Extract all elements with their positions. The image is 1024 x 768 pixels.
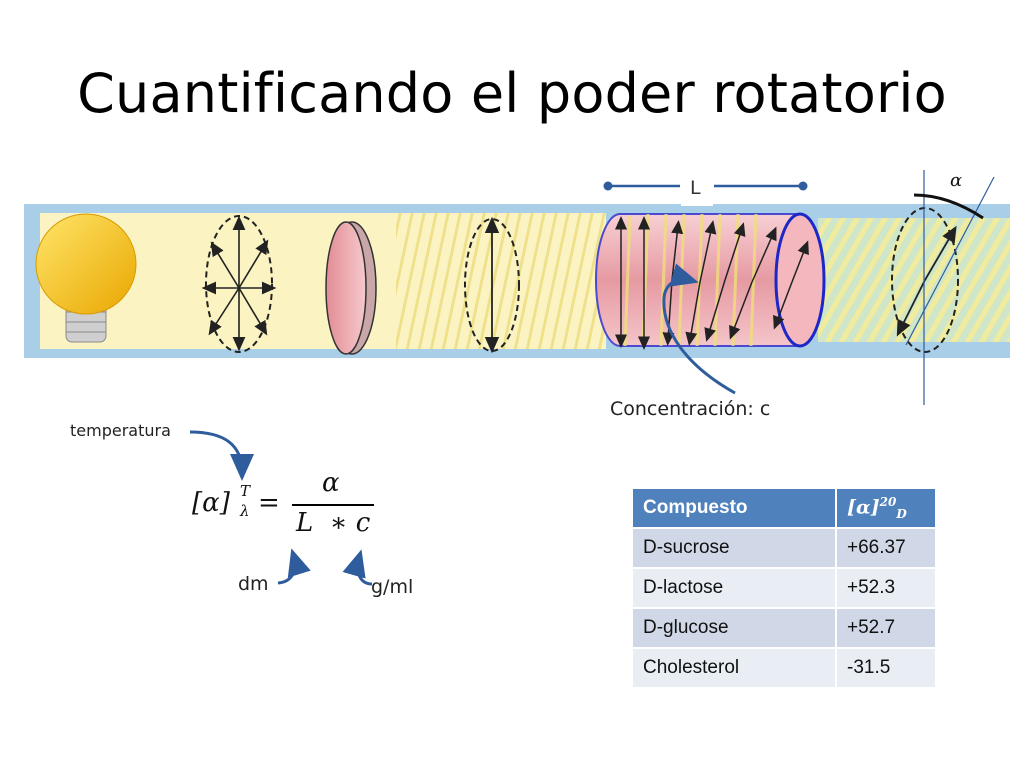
- compound-name: D-glucose: [633, 609, 835, 647]
- formula-equals: =: [258, 488, 280, 518]
- header-rotation-line: D: [896, 507, 907, 522]
- beam-stripes-right: [818, 218, 1010, 342]
- formula-superscript: T: [240, 482, 251, 500]
- formula-denominator: L ∗ c: [296, 508, 371, 538]
- compound-name: Cholesterol: [633, 649, 835, 687]
- formula-numerator: α: [322, 468, 340, 498]
- temperature-arrow: [189, 430, 254, 481]
- table-row: D-sucrose +66.37: [633, 529, 935, 567]
- table-header-row: Compuesto [α]20D: [633, 489, 935, 527]
- gml-arrow: [342, 549, 373, 586]
- gml-label: g/ml: [371, 576, 414, 598]
- compound-name: D-sucrose: [633, 529, 835, 567]
- rotated-light-icon: [891, 170, 995, 405]
- dm-label: dm: [238, 573, 269, 595]
- rotation-value: +66.37: [837, 529, 935, 567]
- specific-rotation-table: Compuesto [α]20D D-sucrose +66.37 D-lact…: [631, 487, 937, 689]
- slide-title: Cuantificando el poder rotatorio: [77, 62, 947, 125]
- rotation-value: +52.7: [837, 609, 935, 647]
- alpha-label: α: [950, 170, 962, 191]
- table-row: D-glucose +52.7: [633, 609, 935, 647]
- header-rotation-temp: 20: [879, 494, 897, 509]
- concentration-arrow: [662, 263, 736, 395]
- formula-lhs: [α]: [192, 488, 230, 518]
- temperature-label: temperatura: [70, 421, 171, 440]
- sample-tube: [595, 212, 826, 350]
- polarizer-filter: [325, 221, 377, 355]
- formula-subscript: λ: [240, 502, 250, 520]
- unpolarized-light-icon: [201, 215, 277, 353]
- fraction-bar: [292, 504, 374, 506]
- header-rotation-symbol: [α]: [847, 496, 880, 519]
- rotation-value: -31.5: [837, 649, 935, 687]
- table-row: Cholesterol -31.5: [633, 649, 935, 687]
- length-marker: [603, 172, 808, 206]
- concentration-label: Concentración: c: [610, 398, 771, 420]
- dm-arrow: [277, 548, 311, 585]
- beam-stripes: [396, 213, 606, 349]
- rotation-value: +52.3: [837, 569, 935, 607]
- header-compound: Compuesto: [633, 489, 835, 527]
- polarized-light-icon: [464, 216, 520, 354]
- specific-rotation-formula: [α] T λ = α L ∗ c: [192, 468, 392, 548]
- header-rotation: [α]20D: [837, 489, 935, 527]
- table-row: D-lactose +52.3: [633, 569, 935, 607]
- light-bulb-icon: [35, 213, 137, 343]
- compound-name: D-lactose: [633, 569, 835, 607]
- length-label: L: [690, 177, 701, 199]
